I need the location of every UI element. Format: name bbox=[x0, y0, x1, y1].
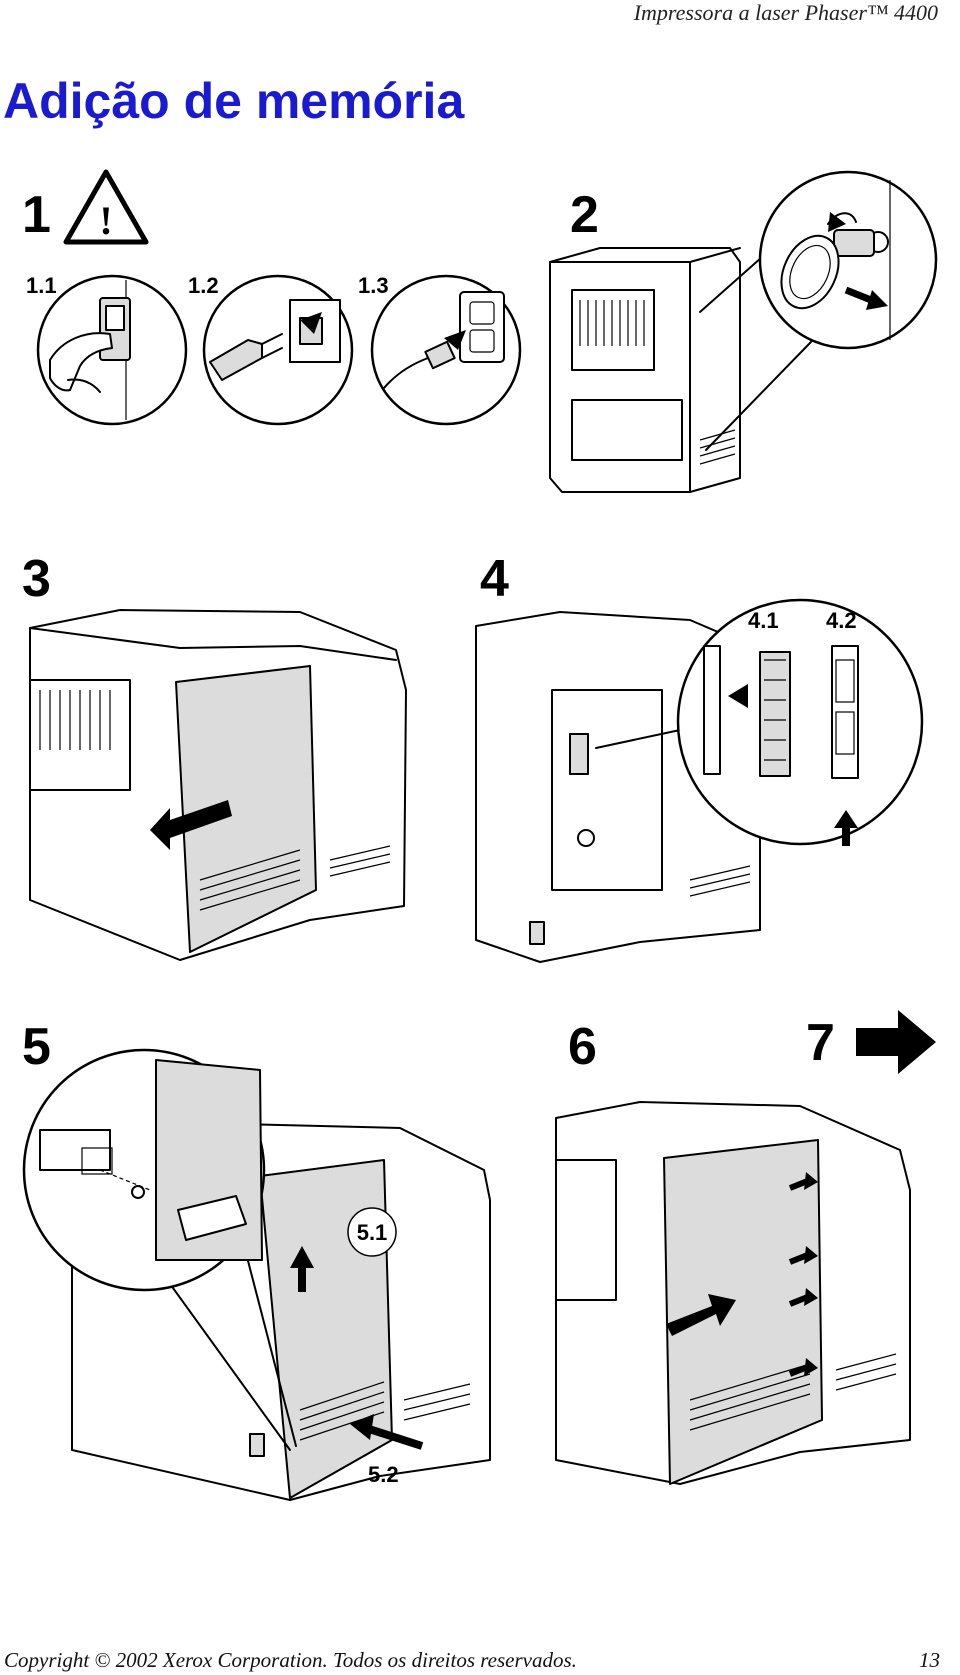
power-cord-unplug-illustration bbox=[202, 274, 354, 426]
step-4-number: 4 bbox=[480, 550, 509, 608]
step-1-number: 1 bbox=[22, 186, 51, 244]
page-title: Adição de memória bbox=[3, 73, 465, 129]
step-4-2-label: 4.2 bbox=[826, 608, 857, 633]
footer-copyright: Copyright © 2002 Xerox Corporation. Todo… bbox=[4, 1648, 577, 1672]
footer-page-number: 13 bbox=[919, 1648, 940, 1672]
printer-rear-thumbscrew-illustration bbox=[549, 170, 938, 493]
step-5-number: 5 bbox=[22, 1018, 51, 1076]
step-2-number: 2 bbox=[570, 186, 599, 244]
power-switch-illustration bbox=[36, 274, 188, 426]
step-5-1-label: 5.1 bbox=[357, 1220, 388, 1245]
warning-icon: ! bbox=[63, 169, 149, 245]
step-7-number: 7 bbox=[806, 1014, 835, 1072]
step-6-number: 6 bbox=[568, 1018, 597, 1076]
step-3-number: 3 bbox=[22, 550, 51, 608]
document-header-title: Impressora a laser Phaser™ 4400 bbox=[633, 0, 938, 25]
wall-outlet-illustration bbox=[370, 274, 522, 426]
memory-module-install-illustration: 4.1 4.2 bbox=[475, 598, 924, 963]
step-4-1-label: 4.1 bbox=[748, 608, 779, 633]
panel-secure-illustration bbox=[555, 1101, 911, 1485]
step-1-3-label: 1.3 bbox=[358, 273, 389, 298]
printer-side-panel-removal-illustration bbox=[29, 609, 407, 961]
step-1-2-label: 1.2 bbox=[188, 273, 219, 298]
step-1-1-label: 1.1 bbox=[26, 273, 57, 298]
warning-symbol: ! bbox=[99, 198, 112, 243]
arrow-right-icon bbox=[856, 1010, 936, 1074]
step-5-2-label: 5.2 bbox=[368, 1462, 399, 1487]
side-panel-reinstall-illustration: 5.1 5.2 bbox=[22, 1048, 491, 1501]
instruction-illustrations: 1 ! 1.1 1.2 1.3 2 bbox=[22, 169, 938, 1501]
